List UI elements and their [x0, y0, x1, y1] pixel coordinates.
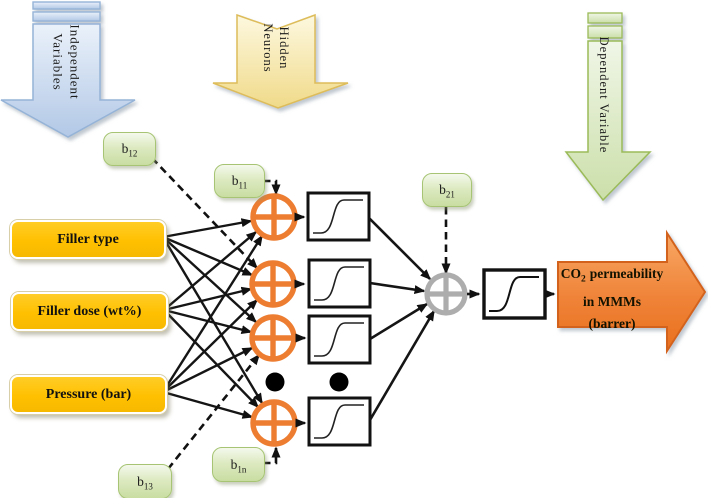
hidden-to-output-edges — [368, 217, 436, 421]
activation-boxes — [306, 191, 372, 447]
hidden-neurons-label: Hidden Neurons — [261, 23, 291, 73]
activation-4 — [307, 396, 372, 447]
edge-b11 — [263, 179, 281, 196]
bias-edges — [151, 157, 451, 470]
activation-1 — [306, 191, 371, 242]
edge-b1n — [263, 446, 281, 465]
hidden-neurons — [249, 193, 298, 447]
output-sum-neuron — [424, 272, 468, 316]
bias-b11: b11 — [214, 164, 265, 198]
dependent-variable-arrow — [564, 12, 652, 202]
output-line-2: in MMMs — [582, 294, 642, 310]
input-filler-dose: Filler dose (wt%) — [11, 292, 168, 331]
neuron-to-activation-arrows — [294, 212, 307, 428]
bias-b21: b21 — [422, 173, 472, 207]
dot-1 — [265, 372, 285, 392]
dependent-variable-label: Dependent Variable — [597, 36, 611, 154]
independent-variables-arrow — [0, 1, 136, 138]
independent-variables-label: Independent Variables — [50, 24, 83, 100]
sum-neuron-3 — [249, 314, 297, 362]
output-arrow — [557, 229, 707, 355]
output-line-3: (barrer) — [588, 315, 636, 331]
dot-2 — [329, 372, 349, 392]
ellipsis-dots — [265, 372, 349, 392]
hidden-neurons-arrow — [212, 13, 349, 109]
bias-b1n: b1n — [212, 447, 265, 482]
input-to-hidden-edges — [161, 218, 264, 419]
sum-neuron-2 — [249, 260, 297, 308]
input-pressure: Pressure (bar) — [10, 375, 167, 414]
input-filler-type: Filler type — [10, 220, 166, 259]
bias-b12: b12 — [103, 132, 156, 166]
activation-3 — [307, 314, 372, 365]
edge-b12 — [151, 157, 259, 270]
bias-b13: b13 — [118, 464, 172, 498]
sum-neuron-4 — [250, 399, 298, 447]
activation-2 — [307, 258, 372, 309]
sum-neuron-1 — [250, 193, 298, 241]
output-activation — [482, 268, 547, 320]
